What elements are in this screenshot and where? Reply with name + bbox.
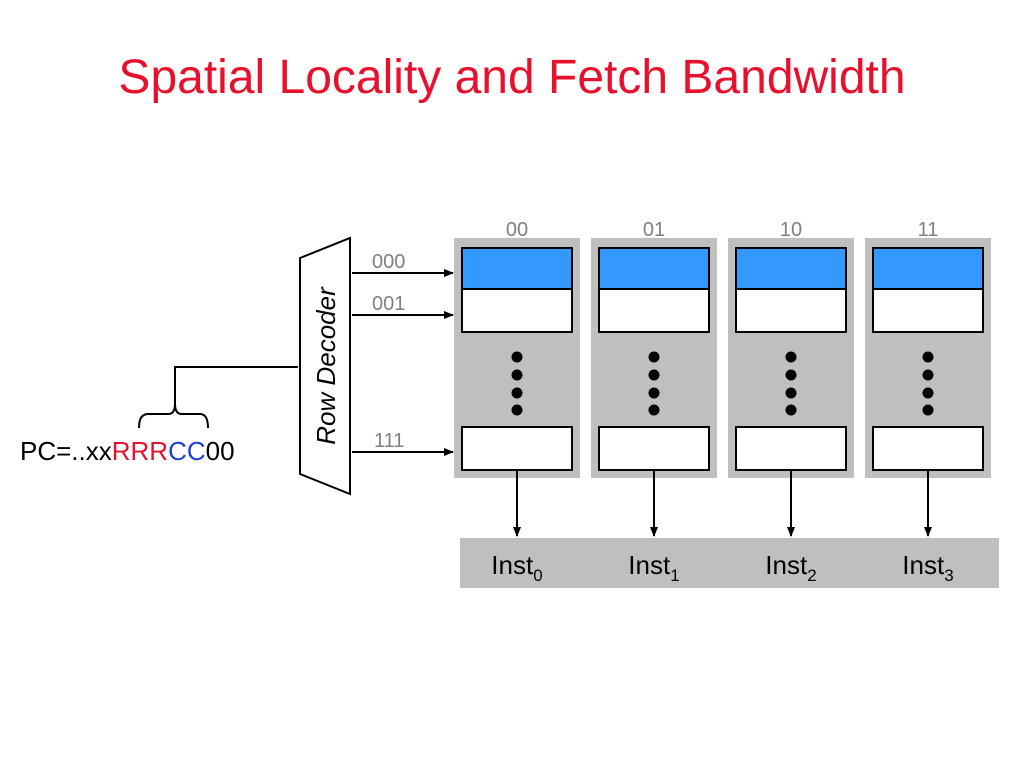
inst-subscript: 1 <box>670 566 679 585</box>
column-address-00: 00 <box>506 219 528 241</box>
output-inst-0: Inst0 <box>491 550 542 585</box>
ellipsis-dot <box>922 404 934 416</box>
row-decoder <box>299 236 351 496</box>
ellipsis-dot <box>511 369 523 381</box>
inst-subscript: 0 <box>533 566 542 585</box>
selected-row-cell <box>735 247 847 290</box>
row-bits-brace <box>138 403 209 429</box>
column-address-11: 11 <box>918 219 939 241</box>
last-row-cell <box>735 426 847 471</box>
inst-label: Inst <box>902 550 945 580</box>
last-row-cell <box>872 426 984 471</box>
ellipsis-dot <box>785 387 797 399</box>
column-address-01: 01 <box>643 219 665 241</box>
output-inst-2: Inst2 <box>765 550 816 585</box>
ellipsis-dot <box>511 387 523 399</box>
output-inst-1: Inst1 <box>628 550 679 585</box>
last-row-cell <box>598 426 710 471</box>
inst-subscript: 3 <box>944 566 953 585</box>
inst-label: Inst <box>765 550 808 580</box>
output-inst-3: Inst3 <box>902 550 953 585</box>
inst-subscript: 2 <box>807 566 816 585</box>
inst-label: Inst <box>491 550 534 580</box>
selected-row-cell <box>461 247 573 290</box>
ellipsis-dot <box>922 369 934 381</box>
ellipsis-dot <box>785 404 797 416</box>
row-cell <box>598 288 710 333</box>
ellipsis-dot <box>648 387 660 399</box>
row-address-001: 001 <box>372 293 405 315</box>
inst-label: Inst <box>628 550 671 580</box>
ellipsis-dot <box>648 369 660 381</box>
ellipsis-dot <box>922 351 934 363</box>
ellipsis-dot <box>785 351 797 363</box>
page-title: Spatial Locality and Fetch Bandwidth <box>118 51 906 104</box>
ellipsis-dot <box>511 351 523 363</box>
row-cell <box>461 288 573 333</box>
column-address-10: 10 <box>780 219 802 241</box>
last-row-cell <box>461 426 573 471</box>
pc-col-bits: CC <box>168 436 206 466</box>
row-cell <box>872 288 984 333</box>
ellipsis-dot <box>785 369 797 381</box>
ellipsis-dot <box>648 351 660 363</box>
row-address-111: 111 <box>374 430 404 452</box>
ellipsis-dot <box>648 404 660 416</box>
row-address-000: 000 <box>372 251 405 273</box>
pc-suffix: 00 <box>206 436 235 466</box>
row-select-wire <box>174 366 298 404</box>
pc-prefix: PC=..xx <box>20 436 112 466</box>
row-cell <box>735 288 847 333</box>
instruction-output-bar <box>460 538 999 588</box>
pc-row-bits: RRR <box>112 436 168 466</box>
row-wires: 000 001 111 <box>352 251 454 456</box>
ellipsis-dot <box>922 387 934 399</box>
pc-label: PC=..xxRRRCC00 <box>20 436 235 466</box>
row-decoder-label: Row Decoder <box>311 286 341 445</box>
selected-row-cell <box>598 247 710 290</box>
ellipsis-dot <box>511 404 523 416</box>
selected-row-cell <box>872 247 984 290</box>
